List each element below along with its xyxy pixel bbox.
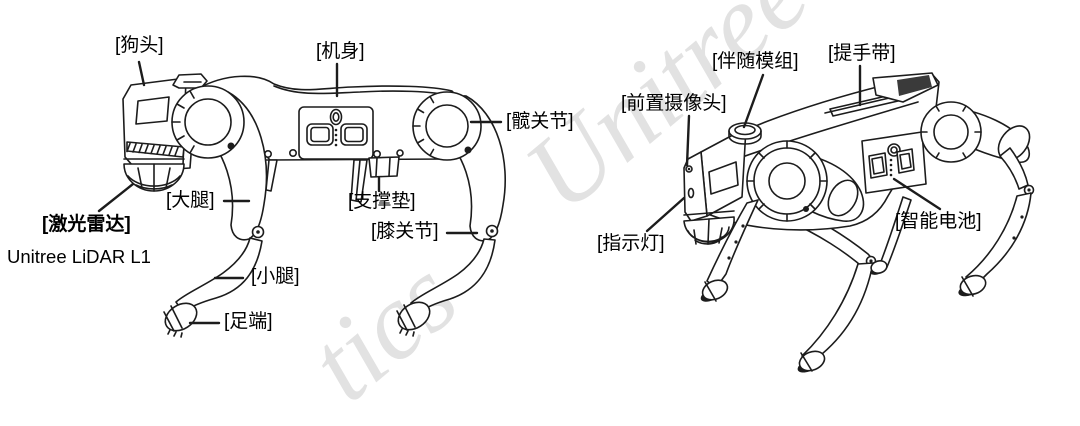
- label-thigh: [大腿]: [166, 190, 215, 211]
- label-hip-joint: [髋关节]: [506, 111, 574, 132]
- lidar-dome: [123, 158, 185, 192]
- label-knee-joint: [膝关节]: [371, 221, 439, 242]
- leader-dog-head: [137, 60, 146, 87]
- label-smart-battery: [智能电池]: [895, 211, 982, 232]
- right-far-rear-leg: [870, 196, 912, 275]
- right-near-front-leg: [700, 199, 759, 302]
- right-near-rear-leg: [958, 147, 1035, 297]
- label-dog-head: [狗头]: [115, 35, 164, 56]
- label-indicator-light: [指示灯]: [597, 233, 665, 254]
- leader-companion-module: [742, 73, 765, 129]
- label-lidar-model: Unitree LiDAR L1: [7, 246, 151, 267]
- indicator-light-shape: [687, 187, 695, 199]
- right-head: [683, 127, 747, 222]
- label-companion-module: [伴随模组]: [712, 51, 799, 72]
- label-calf: [小腿]: [251, 266, 300, 287]
- right-lidar-dome: [683, 210, 735, 245]
- left-front-leg: [163, 85, 268, 338]
- label-lidar: [激光雷达]: [42, 214, 131, 235]
- robot-line-art: [97, 60, 1035, 373]
- label-body: [机身]: [316, 41, 365, 62]
- leader-smart-battery: [892, 177, 942, 211]
- left-robot-side-view: [122, 73, 506, 338]
- label-handle-strap: [提手带]: [828, 43, 896, 64]
- left-support-pad: [368, 156, 400, 178]
- right-far-front-leg: [785, 205, 877, 373]
- left-front-foot: [163, 302, 198, 338]
- right-robot-perspective-view: [683, 72, 1035, 373]
- parts-diagram-canvas: tics Unitree: [7, 0, 1035, 424]
- leader-lidar: [97, 182, 135, 213]
- label-front-camera: [前置摄像头]: [621, 93, 727, 114]
- left-head: [122, 77, 197, 171]
- label-foot: [足端]: [224, 311, 273, 332]
- right-battery-panel: [861, 131, 927, 194]
- leader-indicator-light: [645, 196, 686, 233]
- left-rear-leg: [396, 91, 506, 337]
- left-rear-foot: [396, 301, 431, 337]
- left-battery-panel: [298, 106, 374, 160]
- leader-lines: [97, 60, 942, 325]
- leader-front-camera: [685, 114, 691, 167]
- label-support-pad: [支撑垫]: [348, 191, 416, 212]
- companion-module-shape: [728, 122, 762, 145]
